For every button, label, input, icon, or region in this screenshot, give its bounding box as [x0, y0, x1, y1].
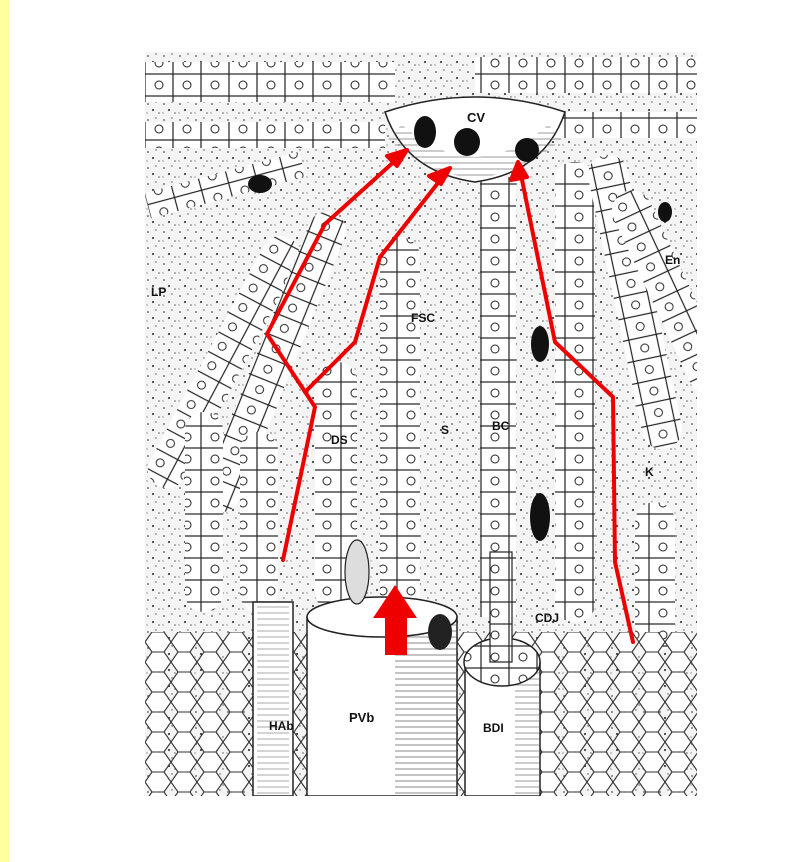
label-bdi: BDI	[483, 721, 504, 735]
label-cdj: CDJ	[535, 611, 559, 625]
label-en: En	[665, 253, 680, 267]
hepatic-artery-branch	[253, 602, 293, 796]
label-s: S	[441, 423, 449, 437]
label-bc: BC	[492, 419, 510, 433]
left-edge-strip	[0, 0, 9, 862]
label-fsc: FSC	[411, 311, 435, 325]
label-pvb: PVb	[349, 710, 374, 725]
liver-lobule-illustration: CV LP FSC En DS S BC K CDJ HAb PVb BDI	[145, 52, 697, 796]
label-hab: HAb	[269, 719, 294, 733]
label-ds: DS	[331, 433, 348, 447]
label-lp: LP	[151, 285, 166, 299]
label-cv: CV	[467, 110, 485, 125]
label-k: K	[645, 465, 654, 479]
